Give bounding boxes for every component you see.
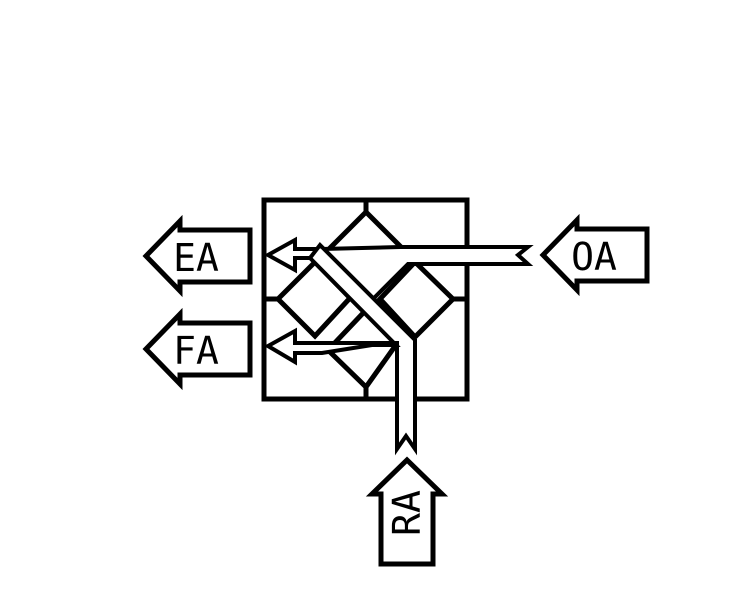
return-air-label: RA: [385, 490, 429, 536]
fresh-air-label: FA: [173, 329, 219, 373]
fresh-air-arrow: [142, 307, 253, 391]
outdoor-air-arrow: [539, 213, 650, 297]
outdoor-air-label: OA: [571, 235, 617, 279]
exhaust-air-label: EA: [173, 236, 219, 280]
return-air-arrow: [365, 456, 449, 567]
return-air-flow-path: [263, 241, 417, 456]
exhaust-air-arrow: [142, 214, 253, 298]
